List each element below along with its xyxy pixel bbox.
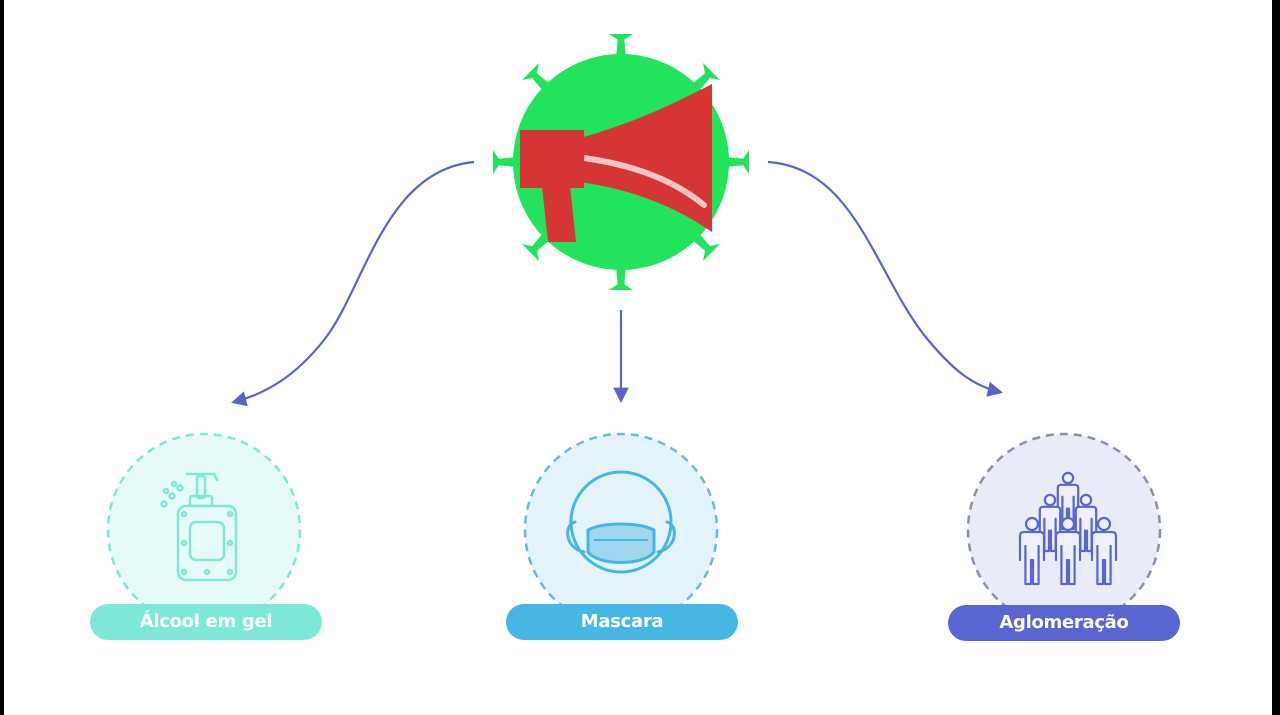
face-mask-icon [566, 470, 676, 574]
diagram-svg [106, 34, 1162, 628]
virus-spike [725, 157, 747, 167]
virus-megaphone-icon [493, 34, 749, 290]
alcool-node [106, 432, 302, 628]
hand-sanitizer-icon [160, 472, 238, 582]
arrow-to-alcool [231, 160, 475, 407]
virus-spike-cap [741, 150, 749, 174]
arrow-to-aglomeracao [767, 160, 1004, 397]
aglomeracao-label: Aglomeração [948, 605, 1180, 641]
person-figure [1090, 516, 1118, 586]
mascara-label: Mascara [506, 604, 738, 640]
person-figure [1018, 516, 1046, 586]
virus-spike-cap [609, 34, 633, 42]
megaphone-icon [520, 84, 712, 242]
virus-spike-cap [522, 63, 539, 80]
virus-spike [616, 36, 626, 58]
alcool-label: Álcool em gel [90, 604, 322, 640]
virus-spike-cap [609, 282, 633, 290]
person-figure [1054, 516, 1082, 586]
diagram-canvas: Álcool em gel Mascara Aglomeração [4, 0, 1272, 715]
virus-spike-cap [493, 150, 501, 174]
virus-spike-cap [522, 244, 539, 261]
mascara-node [523, 432, 719, 628]
virus-spike-cap [703, 244, 720, 261]
virus-spike [495, 157, 517, 167]
aglomeracao-node [966, 432, 1162, 628]
crowd-icon [1018, 471, 1118, 586]
virus-spike-cap [703, 63, 720, 80]
virus-spike [616, 266, 626, 288]
